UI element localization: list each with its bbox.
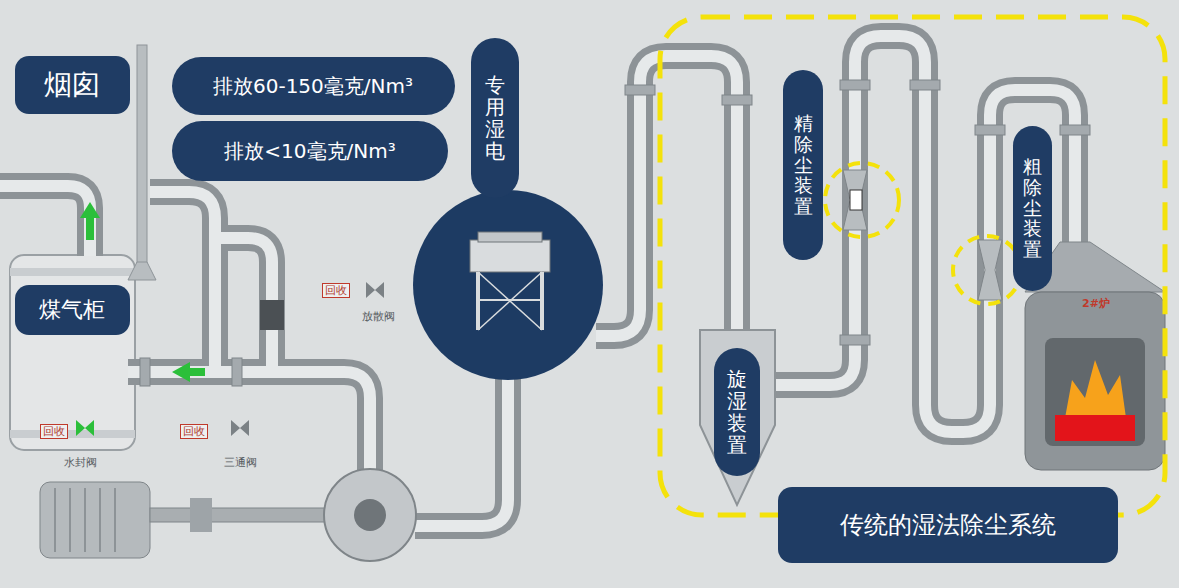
cyclone [700,330,775,505]
fan-casing [324,469,416,561]
pipe-outline [0,36,1075,526]
furnace-window [1045,338,1145,446]
caption-box-fill [778,487,1118,563]
label-text: 粗除尘装置 [1023,156,1042,260]
shaft [150,508,330,522]
equipment-tag-fill [471,38,519,198]
gas-holder-label: 煤气柜 [15,285,130,335]
label-text: 精除尘装置 [794,113,813,217]
emission-pill-fill [172,57,455,115]
highlight-ring [825,163,899,237]
gas-holder-label-fill [15,285,130,335]
equipment-tag-fill [1013,126,1052,291]
fan-hub [354,499,386,531]
equipment-label: 水封阀 [62,456,99,469]
flow-arrow [80,202,100,240]
equipment-tag: 精除尘装置 [783,70,823,260]
equipment-tag: 旋湿装置 [714,348,760,476]
esp-badge [413,190,603,380]
pipe-flanges [140,80,1090,386]
label-text: 旋湿装置 [727,368,747,456]
gas-holder-band [10,268,135,276]
label-text: 排放<10毫克/Nm³ [224,139,395,163]
emission-pill-fill [172,121,448,181]
equipment-label: 回收 [180,424,208,439]
equipment-label: 回收 [322,283,350,298]
emission-pill: 排放<10毫克/Nm³ [172,121,448,181]
gas-holder [10,255,135,450]
label-text: 传统的湿法除尘系统 [840,511,1056,540]
label-text: 排放60-150毫克/Nm³ [213,74,413,98]
chimney-label: 烟囱 [15,56,130,114]
equipment-label: 回收 [40,424,68,439]
venturi [978,240,1002,300]
emission-pill: 排放60-150毫克/Nm³ [172,57,455,115]
venturi-valve [850,190,862,210]
valve-symbol [76,420,94,436]
motor-fins [55,488,115,552]
coupling [190,498,212,532]
label-text: 煤气柜 [39,297,105,323]
highlight-ring [953,236,1021,304]
equipment-label: 2#炉 [1080,297,1112,310]
flow-arrow [172,362,205,382]
chimney-label-fill [15,56,130,114]
equipment-tag: 粗除尘装置 [1013,126,1052,291]
equipment-tag: 专用湿电 [471,38,519,198]
furnace-fire [1055,415,1135,441]
valve-symbol [366,282,384,298]
label-text: 专用湿电 [485,74,505,162]
equipment-label: 放散阀 [360,310,397,323]
label-text: 烟囱 [44,68,100,102]
equipment-label: 三通阀 [222,456,259,469]
chimney-base [128,262,156,280]
equipment-tag-fill [714,348,760,476]
equipment-tag-fill [783,70,823,260]
chimney [137,45,147,265]
valve-actuator [260,300,284,330]
system-boundary [660,17,1165,515]
venturi [843,170,867,230]
furnace [1025,292,1165,470]
valve-symbol [231,420,249,436]
caption-box: 传统的湿法除尘系统 [778,487,1118,563]
pipe-highlight [0,36,1075,526]
gas-holder-band [10,430,135,438]
esp-icon [470,232,550,330]
motor [40,482,150,558]
flame [1065,360,1126,418]
